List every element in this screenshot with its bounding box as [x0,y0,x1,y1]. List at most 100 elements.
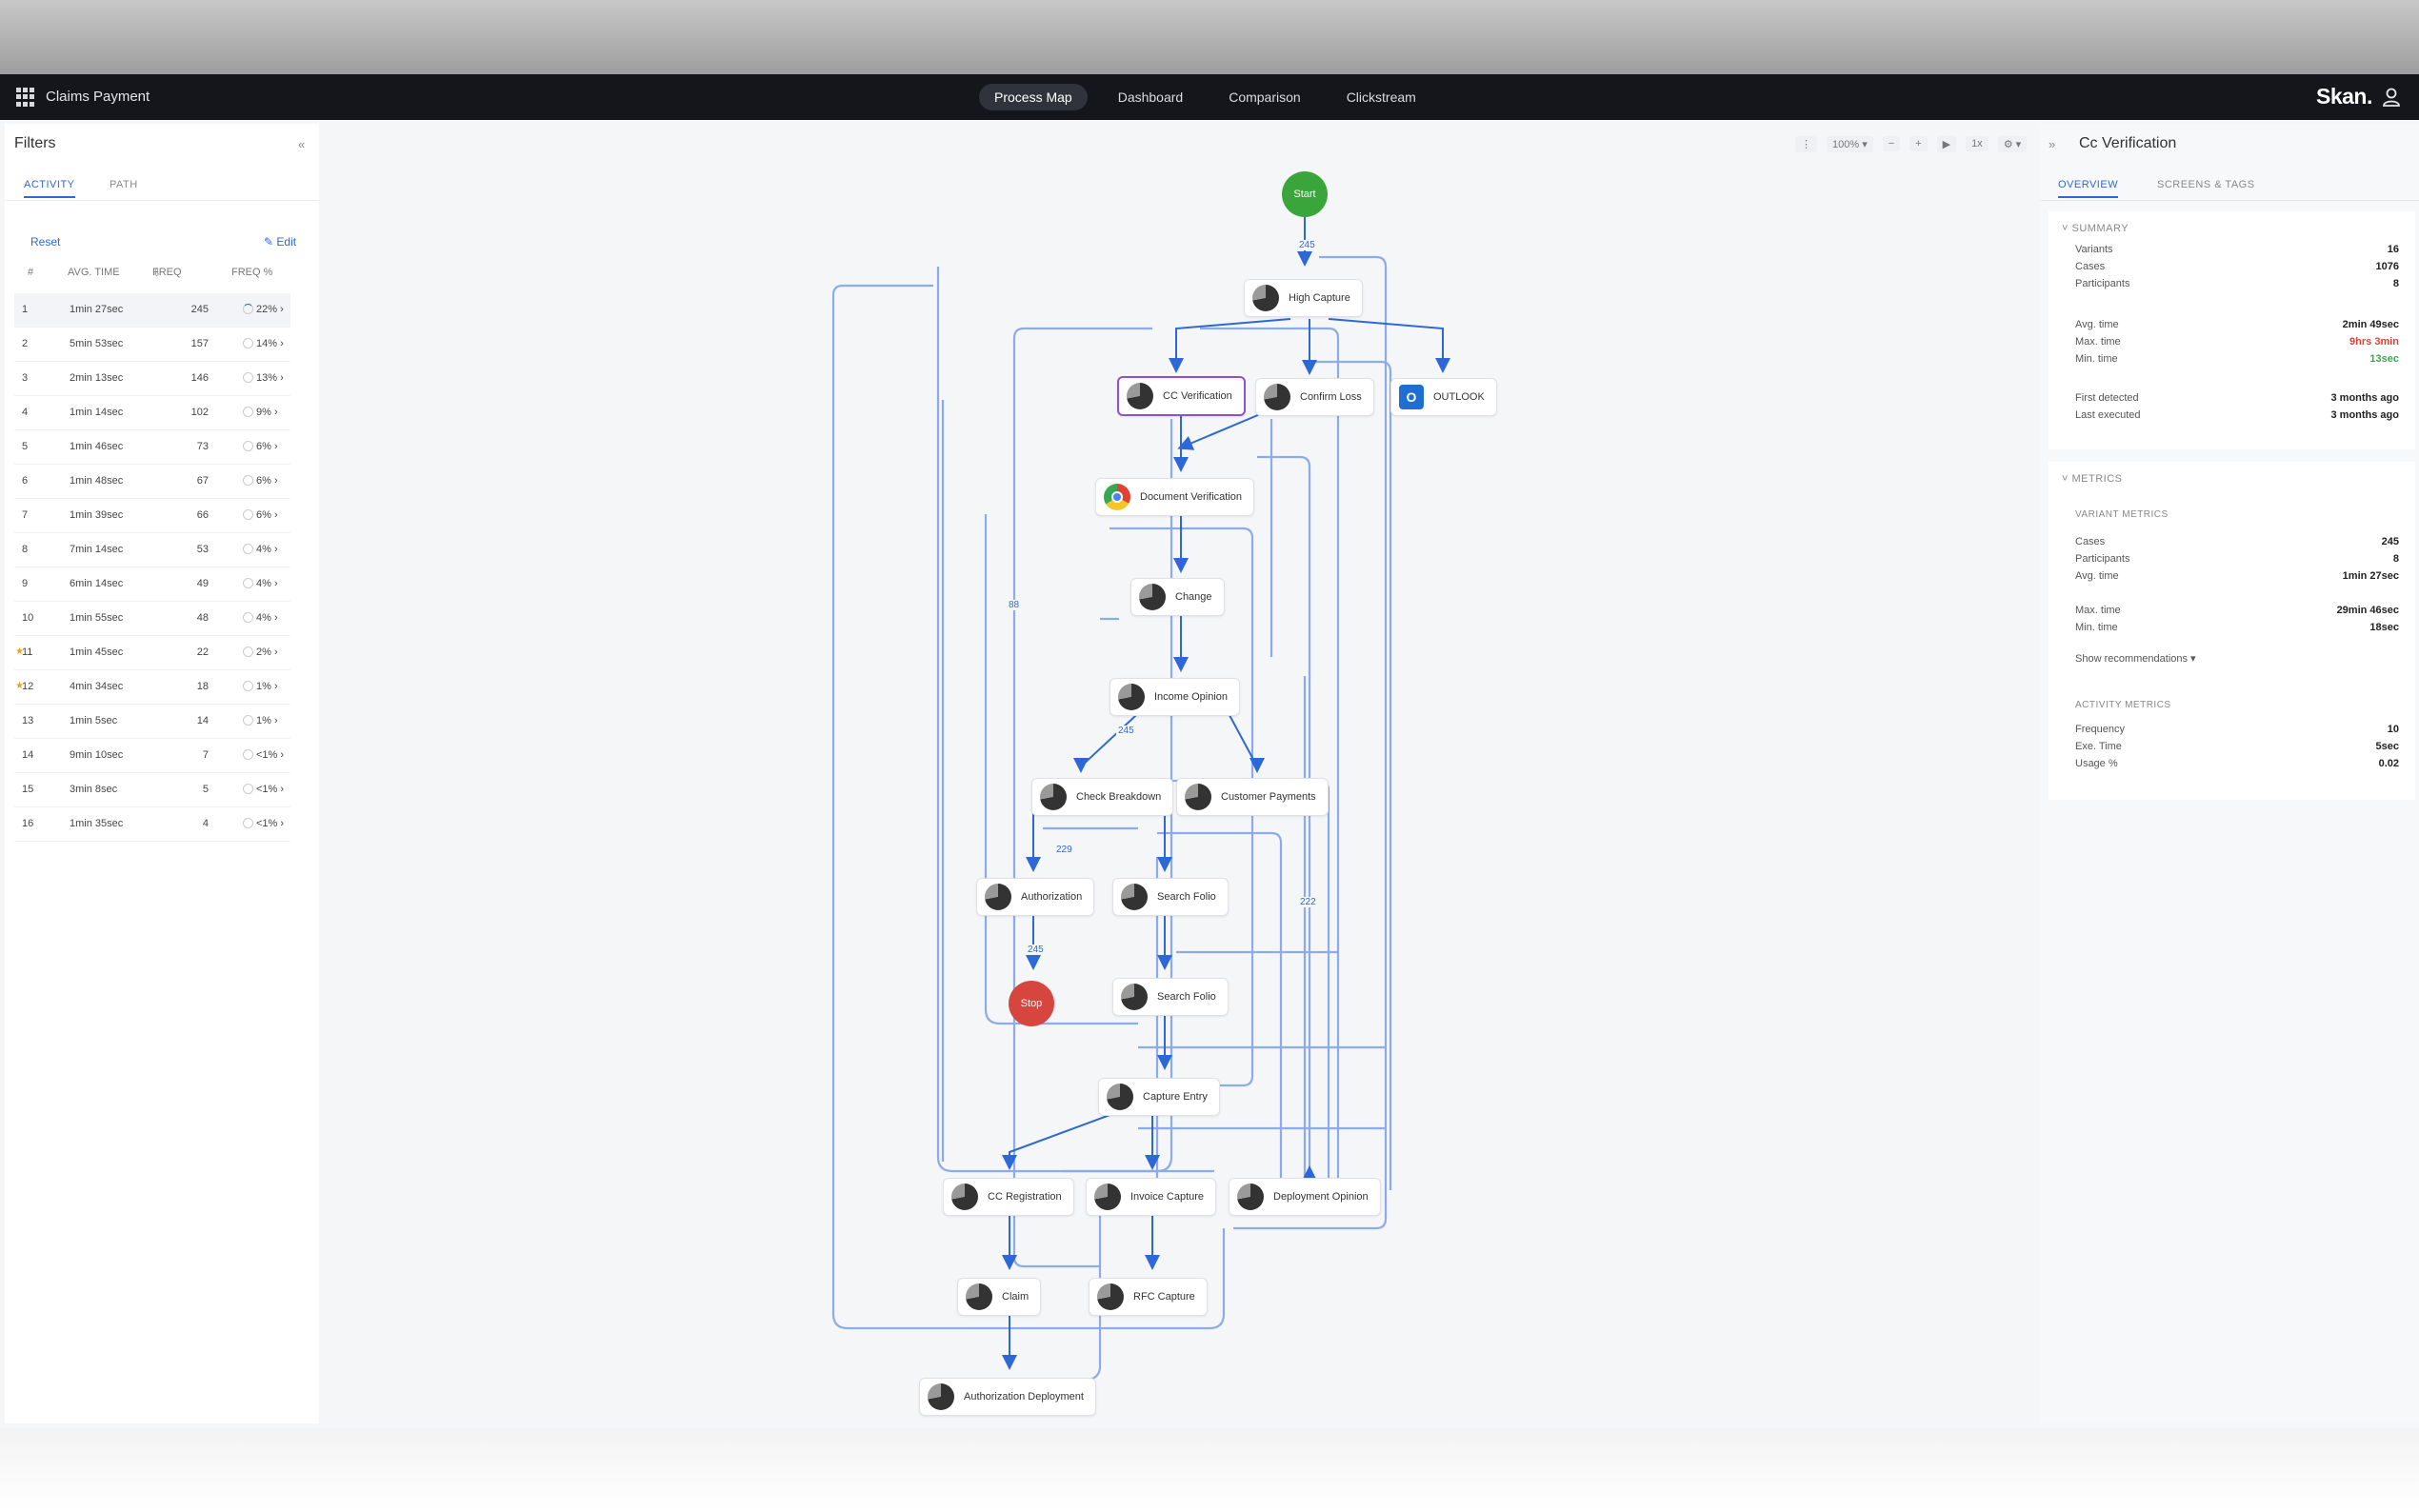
node-income-opinion[interactable]: Income Opinion [1110,678,1241,716]
node-cc-verification[interactable]: CC Verification [1117,376,1246,416]
row-freq-pct: 4% › [256,544,278,555]
node-label: Search Folio [1157,991,1216,1003]
row-freq-pct: <1% › [256,749,285,761]
reset-link[interactable]: Reset [30,235,61,249]
node-claim[interactable]: Claim [957,1278,1042,1316]
header-freq-pct[interactable]: FREQ % [231,267,273,278]
activity-pie-icon [1185,784,1211,810]
zoom-out-button[interactable]: − [1882,136,1901,151]
tab-overview[interactable]: OVERVIEW [2058,179,2119,198]
edge [831,284,1226,1330]
node-search-folio-2[interactable]: Search Folio [1112,978,1229,1016]
node-authorization[interactable]: Authorization [976,878,1095,916]
apps-grid-icon[interactable] [16,88,35,107]
kv-key: Exe. Time [2075,741,2122,752]
node-check-breakdown[interactable]: Check Breakdown [1031,778,1174,816]
row-freq-pct: 6% › [256,441,278,452]
node-rfc-capture[interactable]: RFC Capture [1089,1278,1208,1316]
stop-node[interactable]: Stop [1009,981,1054,1026]
play-button[interactable]: ▶ [1936,135,1957,152]
speed-button[interactable]: 1x [1966,136,1989,151]
node-change[interactable]: Change [1130,578,1225,616]
settings-button[interactable]: ⚙ ▾ [1997,135,2028,152]
node-deployment-opinion[interactable]: Deployment Opinion [1229,1178,1381,1216]
kv-key: First detected [2075,392,2139,404]
tab-comparison[interactable]: Comparison [1229,90,1301,105]
zoom-in-button[interactable]: + [1909,136,1928,151]
tab-activity[interactable]: ACTIVITY [24,179,75,198]
collapse-left-icon[interactable]: « [298,137,306,151]
activity-pie-icon [1118,684,1145,710]
row-freq: 7 [202,749,209,761]
row-index: 3 [22,372,29,384]
node-high-capture[interactable]: High Capture [1244,279,1363,317]
variant-metrics-heading: VARIANT METRICS [2075,509,2169,520]
row-freq: 4 [202,818,209,829]
details-panel: » Cc Verification OVERVIEW SCREENS & TAG… [2041,124,2419,1423]
show-recommendations-link[interactable]: Show recommendations ▾ [2075,653,2196,665]
top-navigation-bar: Claims Payment Process Map Dashboard Com… [0,74,2419,120]
tab-clickstream[interactable]: Clickstream [1346,90,1416,105]
collapse-right-icon[interactable]: » [2049,137,2056,151]
filters-title: Filters [14,135,56,151]
row-index: 8 [22,544,29,555]
node-invoice-capture[interactable]: Invoice Capture [1086,1178,1217,1216]
zoom-select[interactable]: 100% ▾ [1827,135,1873,152]
edit-link[interactable]: ✎ Edit [264,235,296,249]
node-authorization-deployment[interactable]: Authorization Deployment [919,1378,1096,1416]
caret-icon: ˅ [2062,473,2069,485]
edge [1169,318,1291,373]
edge [1223,704,1265,773]
edge-label: 229 [1054,845,1074,855]
user-icon[interactable] [2381,87,2402,108]
row-freq: 73 [196,441,209,452]
start-node[interactable]: Start [1282,171,1328,217]
tab-process-map[interactable]: Process Map [979,84,1088,110]
more-options-icon[interactable]: ⋮ [1795,135,1817,152]
row-avg-time: 1min 5sec [70,715,118,726]
freq-ring-icon [243,715,253,726]
tab-path[interactable]: PATH [110,179,138,190]
kv-value: 16 [2387,244,2399,255]
kv-key: Usage % [2075,758,2118,769]
node-customer-payments[interactable]: Customer Payments [1176,778,1329,816]
summary-heading[interactable]: ˅ SUMMARY [2062,223,2129,234]
outlook-icon: O [1399,385,1424,409]
node-search-folio-1[interactable]: Search Folio [1112,878,1229,916]
filters-tabs: ACTIVITY PATH [5,171,319,201]
process-map-canvas[interactable]: ⋮ 100% ▾ − + ▶ 1x ⚙ ▾ [319,124,2041,1423]
metrics-heading[interactable]: ˅ METRICS [2062,473,2123,485]
node-document-verification[interactable]: Document Verification [1095,478,1254,516]
tab-screens-tags[interactable]: SCREENS & TAGS [2157,179,2255,190]
row-freq: 67 [196,475,209,487]
row-index: 9 [22,578,29,589]
node-capture-entry[interactable]: Capture Entry [1098,1078,1220,1116]
node-confirm-loss[interactable]: Confirm Loss [1255,378,1374,416]
activity-pie-icon [951,1184,978,1210]
tab-dashboard[interactable]: Dashboard [1117,90,1184,105]
kv-value: 245 [2381,536,2399,547]
node-cc-registration[interactable]: CC Registration [943,1178,1074,1216]
header-avg-time[interactable]: AVG. TIME [68,267,120,278]
